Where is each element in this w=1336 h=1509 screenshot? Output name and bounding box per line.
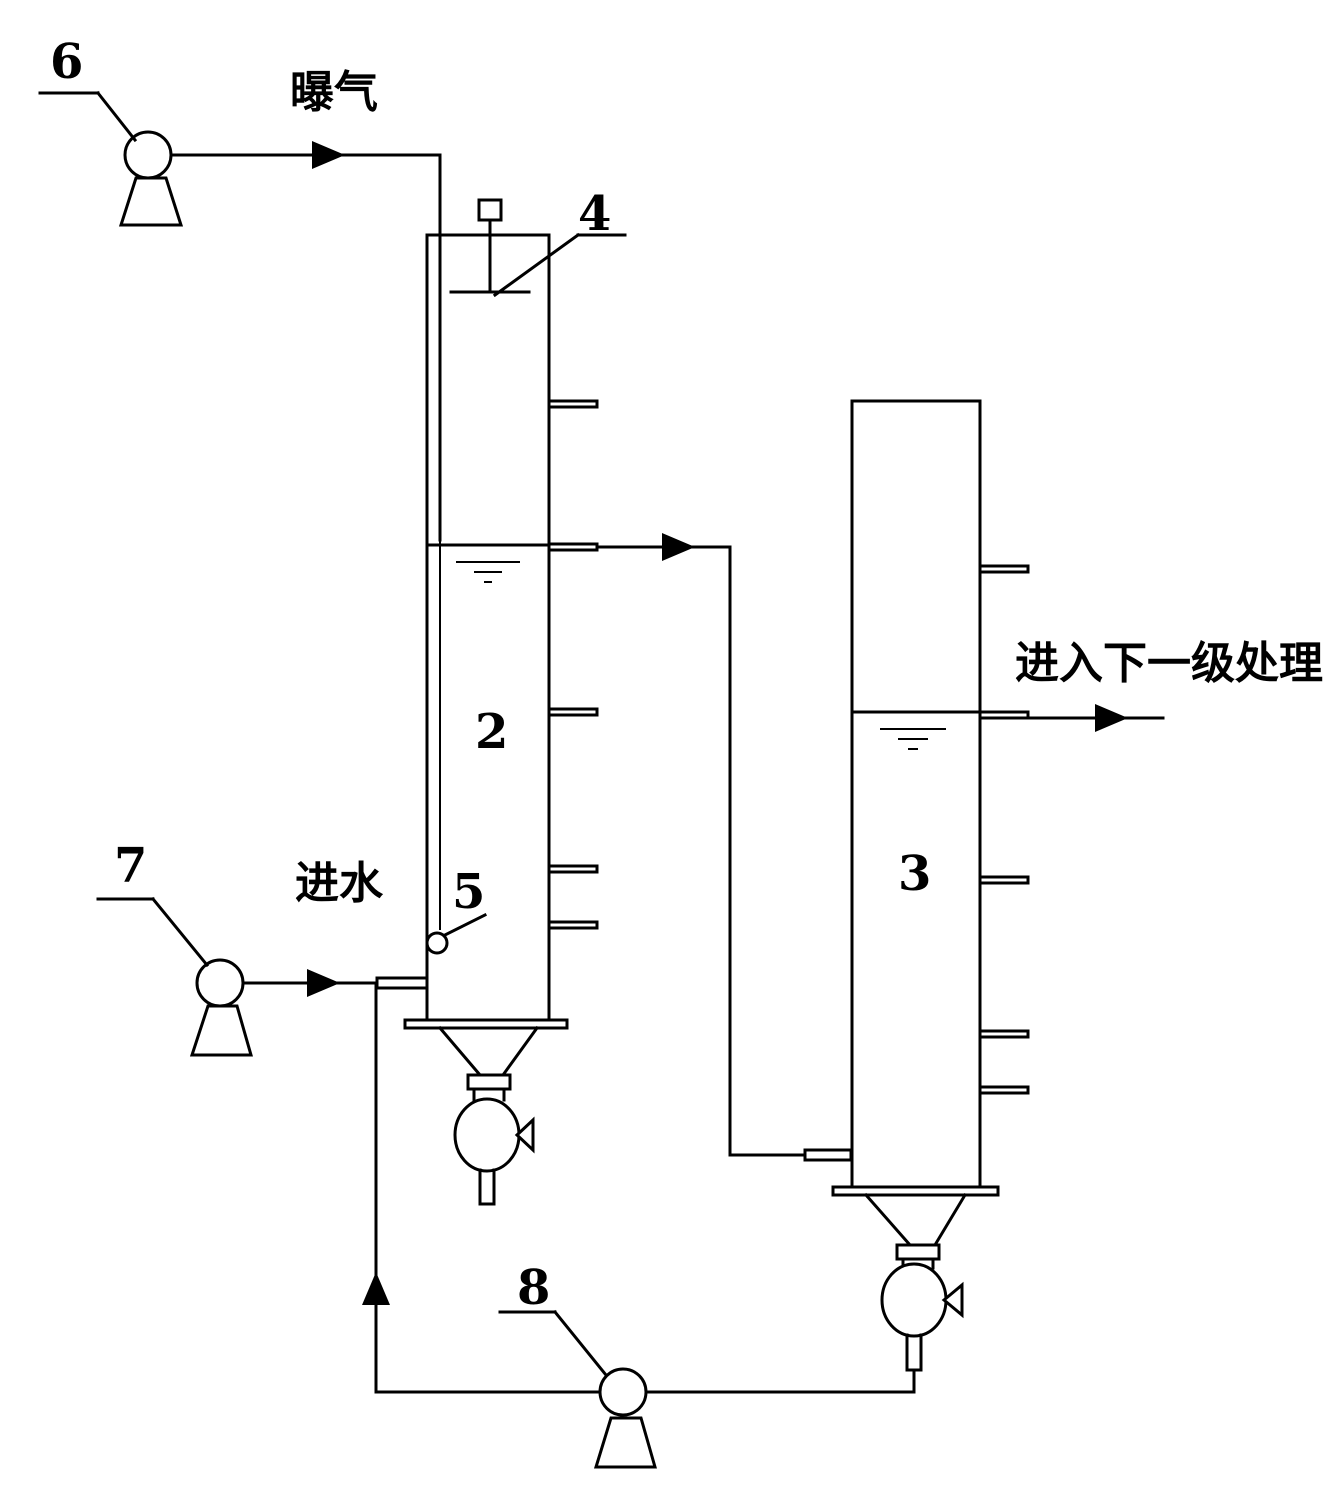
label-8: 8 (517, 1260, 550, 1316)
label-next-stage: 进入下一级处理 (1015, 638, 1323, 689)
recirculation-arrow (362, 1272, 390, 1305)
inflow-pump-7 (96, 896, 429, 1057)
reactor-2 (403, 198, 599, 1206)
label-2: 2 (475, 704, 508, 760)
label-4: 4 (578, 186, 611, 242)
aeration-flow-arrow (312, 141, 345, 169)
reactor-3 (831, 399, 1030, 1372)
outflow-pipe (1026, 704, 1165, 732)
label-3: 3 (898, 846, 931, 902)
label-aeration: 曝气 (290, 67, 378, 118)
label-inflow: 进水 (295, 858, 384, 909)
label-6: 6 (50, 34, 83, 90)
transfer-flow-arrow (662, 533, 695, 561)
label-5: 5 (452, 864, 485, 920)
aeration-diffuser-5 (425, 912, 488, 955)
aeration-pump-6 (38, 90, 184, 227)
leader-4 (492, 232, 627, 298)
aeration-pipe (169, 141, 442, 957)
outflow-arrow (1095, 704, 1128, 732)
label-7: 7 (114, 838, 147, 894)
transfer-pipe (547, 533, 853, 1162)
inflow-arrow (307, 969, 340, 997)
recirculation-pump-8 (362, 981, 916, 1469)
